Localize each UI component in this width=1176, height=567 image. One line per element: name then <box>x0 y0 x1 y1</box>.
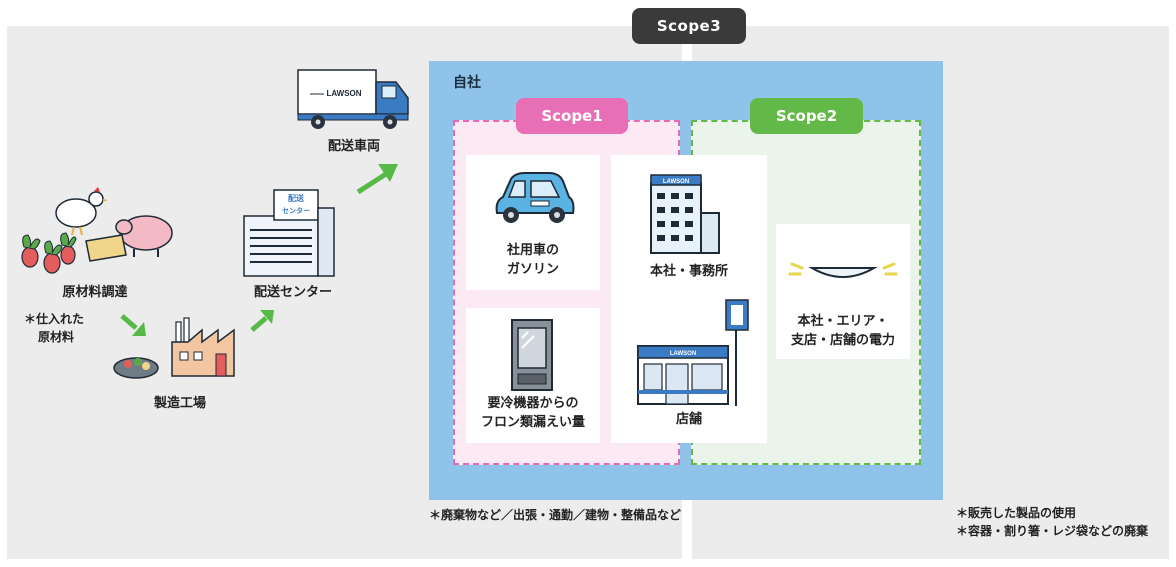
distribution-center-label: 配送センター <box>253 285 332 300</box>
note-bottom-center: ＊廃棄物など／出張・通勤／建物・整備品など <box>429 508 682 522</box>
procurement-note-line2: 原材料 <box>38 330 75 344</box>
delivery-truck-label: 配送車両 <box>327 139 380 154</box>
pig-icon <box>115 215 173 257</box>
truck-brand: LAWSON <box>326 89 361 98</box>
fluorocarbon-label-line2: フロン類漏えい量 <box>480 415 585 430</box>
arrow-procurement-to-factory <box>120 314 146 336</box>
procurement-note-line1: ＊仕入れた <box>24 312 85 326</box>
scope3-tab: Scope3 <box>632 8 746 44</box>
car-icon <box>495 172 575 223</box>
vegetables-icon <box>21 232 77 274</box>
food-tray-icon <box>113 357 159 379</box>
office-brand: LAWSON <box>663 179 689 185</box>
raw-materials-illustration <box>21 187 173 274</box>
note-bottom-right-line2: ＊容器・割り箸・レジ袋などの廃棄 <box>956 524 1149 538</box>
arrow-distribution-to-truck <box>356 164 398 195</box>
electricity-label-line2: 支店・店舗の電力 <box>790 333 895 348</box>
scope1-card-fluorocarbon: 要冷機器からの フロン類漏えい量 <box>466 308 600 443</box>
scope2-card-electricity: 本社・エリア・ 支店・店舗の電力 <box>776 224 910 359</box>
gasoline-label-line1: 社用車の <box>506 243 559 258</box>
factory-illustration <box>113 317 235 379</box>
electricity-label-line1: 本社・エリア・ <box>797 314 889 329</box>
procurement-label: 原材料調達 <box>62 285 128 300</box>
gasoline-label-line2: ガソリン <box>506 262 559 277</box>
delivery-truck-icon: LAWSON <box>297 69 409 129</box>
chicken-icon <box>55 187 108 236</box>
office-label: 本社・事務所 <box>649 264 728 279</box>
arrow-factory-to-distribution <box>250 310 274 332</box>
factory-label: 製造工場 <box>153 396 206 411</box>
office-building-icon: LAWSON <box>650 174 720 254</box>
store-brand: LAWSON <box>670 351 696 357</box>
store-icon: LAWSON <box>637 299 749 406</box>
scope1-card-gasoline: 社用車の ガソリン <box>466 155 600 290</box>
factory-icon <box>171 317 235 377</box>
refrigerator-icon <box>511 319 553 391</box>
store-label: 店舗 <box>675 412 702 427</box>
ceiling-light-icon <box>788 262 898 278</box>
distribution-center-icon: 配送 センター <box>243 189 335 277</box>
company-label: 自社 <box>453 75 481 91</box>
note-bottom-right-line1: ＊販売した製品の使用 <box>956 506 1077 520</box>
scope1-tab: Scope1 <box>516 98 628 134</box>
feed-box-icon <box>85 234 127 262</box>
svg-text:センター: センター <box>282 206 310 215</box>
scope2-tab: Scope2 <box>750 98 863 134</box>
shared-card-office-store: LAWSON 本社・事務所 LAWSON 店舗 <box>611 155 767 443</box>
fluorocarbon-label-line1: 要冷機器からの <box>487 396 579 411</box>
svg-text:配送: 配送 <box>288 193 305 203</box>
